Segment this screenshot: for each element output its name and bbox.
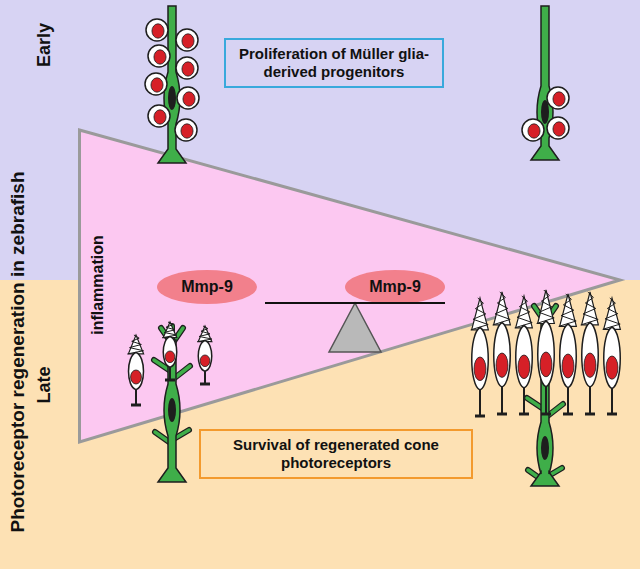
cone-photoreceptor (537, 290, 555, 414)
process-box: Proliferation of Müller glia-derived pro… (224, 38, 444, 88)
muller-glia (154, 326, 190, 482)
cone-photoreceptor (127, 335, 143, 405)
cone-photoreceptor (581, 292, 599, 414)
progenitor-cell (176, 57, 198, 79)
muller-glia (158, 6, 186, 163)
progenitor-cell (148, 105, 170, 127)
stage-label: inflammation (89, 235, 107, 335)
seesaw (265, 303, 445, 352)
muller-glia (527, 304, 563, 486)
cone-photoreceptor (471, 298, 489, 416)
cone-photoreceptor (197, 326, 212, 384)
progenitor-cell (145, 73, 167, 95)
progenitor-cell (175, 119, 197, 141)
cone-photoreceptor (559, 294, 577, 414)
cone-photoreceptor (162, 322, 177, 380)
mmp9-ellipse: Mmp-9 (345, 270, 445, 304)
mmp9-ellipse: Mmp-9 (157, 270, 257, 304)
axis-title: Photoreceptor regeneration in zebrafish (8, 171, 29, 532)
inflammation-triangle: inflammation Mmp-9 Mmp-9 (78, 128, 622, 444)
node-text: Mmp-9 (181, 270, 233, 304)
muller-glia (531, 6, 559, 160)
progenitor-cell (547, 117, 569, 139)
stage-label: Early (35, 23, 55, 67)
cone-photoreceptor (603, 298, 621, 414)
cone-photoreceptor (493, 292, 511, 414)
progenitor-cell (547, 87, 569, 109)
progenitor-cell (148, 45, 170, 67)
node-text: Mmp-9 (369, 270, 421, 304)
stage-label: Late (35, 366, 55, 403)
progenitor-cell (146, 19, 168, 41)
ellipse-outline (345, 270, 445, 304)
cone-photoreceptor (515, 296, 533, 414)
progenitor-cell (522, 119, 544, 141)
process-box: Survival of regenerated cone photorecept… (199, 429, 473, 479)
node-text: Survival of regenerated cone photorecept… (209, 436, 463, 472)
node-text: Proliferation of Müller glia-derived pro… (234, 45, 434, 81)
ellipse-outline (157, 270, 257, 304)
progenitor-cell (177, 87, 199, 109)
progenitor-cell (176, 29, 198, 51)
triangle-outline (80, 130, 621, 442)
